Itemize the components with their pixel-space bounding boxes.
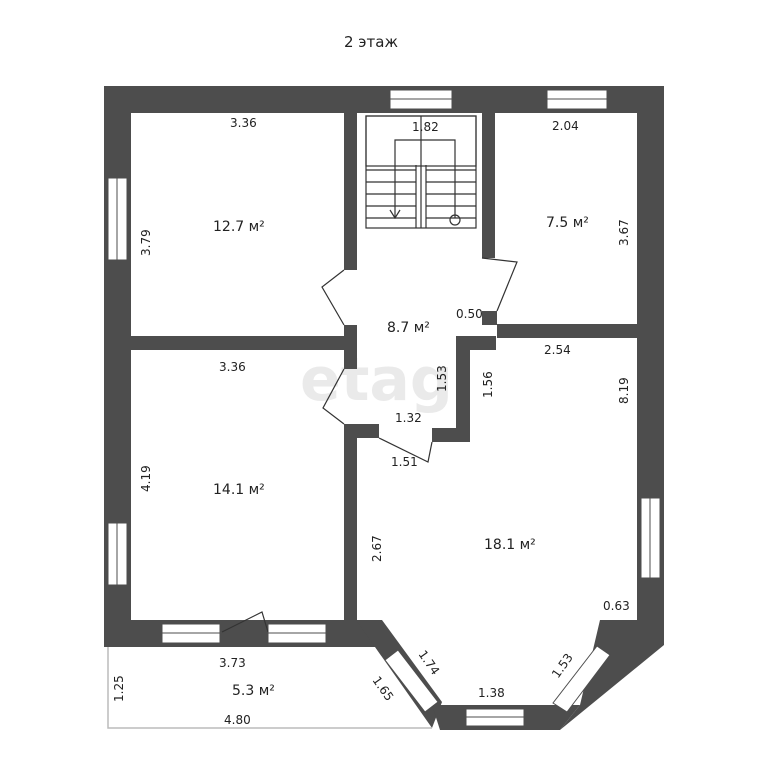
dim-label: 1.53 bbox=[549, 651, 576, 681]
dim-label: 3.36 bbox=[230, 116, 257, 130]
door-top-right-room bbox=[481, 257, 518, 312]
dim-label: 3.79 bbox=[139, 229, 153, 256]
wall-stair-right bbox=[482, 113, 495, 258]
wall-bay-right bbox=[560, 620, 664, 730]
room-area-hall: 8.7 м² bbox=[387, 320, 430, 336]
room-area-top-right: 7.5 м² bbox=[546, 215, 589, 231]
dim-label: 1.51 bbox=[391, 455, 418, 469]
balcony-outline bbox=[107, 647, 432, 729]
dim-label: 3.36 bbox=[219, 360, 246, 374]
wall-stair-left bbox=[344, 113, 357, 270]
dim-label: 2.67 bbox=[370, 535, 384, 562]
door-top-left-room bbox=[321, 269, 345, 326]
room-area-balcony: 5.3 м² bbox=[232, 683, 275, 699]
dim-label: 4.80 bbox=[224, 713, 251, 727]
dim-label: 1.32 bbox=[395, 411, 422, 425]
room-area-top-left: 12.7 м² bbox=[213, 219, 265, 235]
dim-label: 0.50 bbox=[456, 307, 483, 321]
dim-label: 8.19 bbox=[617, 377, 631, 404]
wall-hall-stub bbox=[344, 424, 379, 438]
wall-bottom-left bbox=[104, 620, 380, 647]
dim-label: 1.56 bbox=[481, 371, 495, 398]
dim-label: 1.25 bbox=[112, 675, 126, 702]
wall-hall-right-bottom bbox=[432, 428, 470, 442]
wall-hall-left-low bbox=[344, 424, 357, 620]
room-area-bottom-right: 18.1 м² bbox=[484, 537, 536, 553]
door-bottom-left-room bbox=[322, 368, 345, 425]
dim-label: 1.82 bbox=[412, 120, 439, 134]
wall-divider-left bbox=[131, 336, 344, 350]
wall-hall-right-top bbox=[456, 336, 496, 350]
doors bbox=[221, 257, 518, 633]
dim-label: 1.65 bbox=[370, 674, 397, 704]
watermark: etagi bbox=[300, 345, 473, 415]
room-areas: 12.7 м² 8.7 м² 7.5 м² 14.1 м² 18.1 м² 5.… bbox=[213, 215, 589, 699]
wall-jamb bbox=[482, 311, 497, 325]
wall-hall-left-mid bbox=[344, 325, 357, 369]
floor-title: 2 этаж bbox=[344, 33, 398, 51]
wall-hall-right bbox=[456, 336, 470, 440]
wall-divider-right bbox=[497, 324, 637, 338]
door-bottom-right-room bbox=[378, 437, 433, 463]
windows bbox=[107, 89, 661, 727]
dim-label: 4.19 bbox=[139, 465, 153, 492]
room-area-bottom-left: 14.1 м² bbox=[213, 482, 265, 498]
dim-label: 2.04 bbox=[552, 119, 579, 133]
dim-label: 1.53 bbox=[435, 365, 449, 392]
window-bay-right bbox=[552, 645, 611, 713]
dim-label: 0.63 bbox=[603, 599, 630, 613]
dim-label: 1.38 bbox=[478, 686, 505, 700]
dim-label: 3.67 bbox=[617, 219, 631, 246]
dim-label: 3.73 bbox=[219, 656, 246, 670]
door-balcony bbox=[221, 611, 269, 633]
window-bay-left bbox=[384, 649, 439, 713]
staircase bbox=[365, 115, 477, 229]
dim-label: 2.54 bbox=[544, 343, 571, 357]
